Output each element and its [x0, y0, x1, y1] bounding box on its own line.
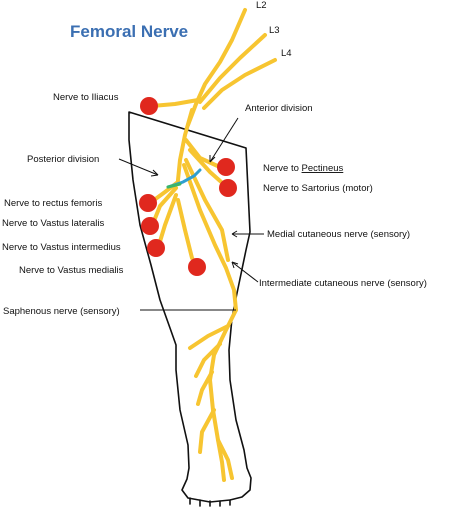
muscle-dots — [139, 97, 237, 276]
label-nerve-to-vastus-intermedius: Nerve to Vastus intermedius — [2, 242, 121, 253]
label-nerve-to-sartorius: Nerve to Sartorius (motor) — [263, 183, 373, 194]
label-nerve-to-vastus-lateralis: Nerve to Vastus lateralis — [2, 218, 105, 229]
label-nerve-to-rectus-femoris: Nerve to rectus femoris — [4, 198, 102, 209]
label-nerve-to-pectineus: Nerve to Pectineus — [263, 163, 344, 174]
root-label-l2: L2 — [256, 0, 267, 11]
diagram-title: Femoral Nerve — [70, 22, 188, 41]
label-medial-cutaneous: Medial cutaneous nerve (sensory) — [267, 229, 410, 240]
label-nerve-to-pectineus-underlined: Pectineus — [302, 163, 344, 174]
dot-sartorius — [219, 179, 237, 197]
label-posterior-division: Posterior division — [27, 154, 99, 165]
label-intermediate-cutaneous: Intermediate cutaneous nerve (sensory) — [259, 278, 427, 289]
dot-rectus-femoris — [139, 194, 157, 212]
label-nerve-to-pectineus-prefix: Nerve to — [263, 163, 302, 174]
nerve-branches — [148, 8, 277, 482]
dot-iliacus — [140, 97, 158, 115]
root-label-l4: L4 — [281, 48, 292, 59]
pointer-lines — [118, 117, 264, 311]
label-nerve-to-iliacus: Nerve to Iliacus — [53, 92, 119, 103]
label-nerve-to-vastus-medialis: Nerve to Vastus medialis — [19, 265, 124, 276]
dot-vastus-intermedius — [147, 239, 165, 257]
label-anterior-division: Anterior division — [245, 103, 313, 114]
dot-vastus-lateralis — [141, 217, 159, 235]
root-label-l3: L3 — [269, 25, 280, 36]
label-saphenous: Saphenous nerve (sensory) — [3, 306, 120, 317]
dot-pectineus — [217, 158, 235, 176]
dot-vastus-medialis — [188, 258, 206, 276]
